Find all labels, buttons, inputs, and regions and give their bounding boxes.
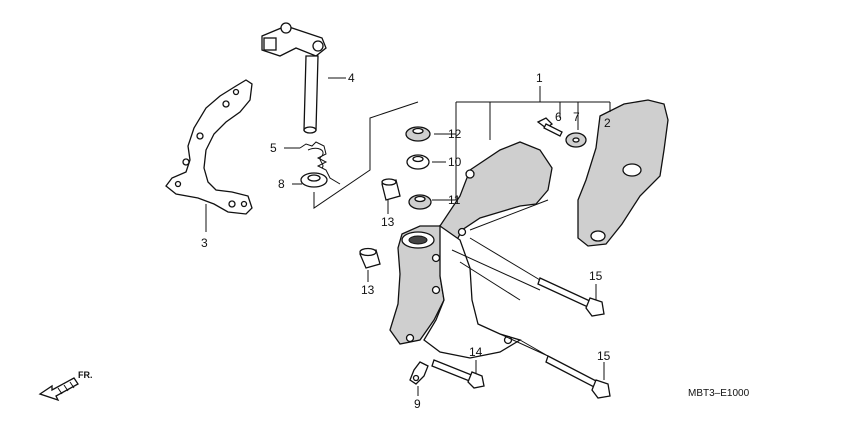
front-direction-arrow: FR. [38, 370, 93, 402]
callout-13-lower: 13 [361, 283, 375, 297]
part-10-bearing [406, 154, 430, 170]
direction-label: FR. [78, 370, 93, 380]
callout-6: 6 [555, 110, 562, 124]
part-11-bearing [408, 194, 432, 210]
callout-10: 10 [448, 155, 462, 169]
callout-13-upper: 13 [381, 215, 395, 229]
alignment-lines [469, 237, 549, 357]
part-15-bolt-upper [537, 277, 605, 317]
part-9-clip [409, 361, 429, 385]
part-7-washer [565, 132, 587, 148]
part-2-pad [577, 99, 669, 247]
callout-14: 14 [469, 345, 483, 359]
callout-1: 1 [536, 71, 543, 85]
part-4-shaft-arm [261, 22, 327, 134]
housing-body [389, 141, 553, 359]
callout-4: 4 [348, 71, 355, 85]
callout-3: 3 [201, 236, 208, 250]
part-14-bolt [431, 359, 485, 389]
callout-7: 7 [573, 110, 580, 124]
part-8-collar [300, 172, 328, 188]
part-13-dowel-upper [381, 178, 401, 201]
part-12-bearing [405, 126, 431, 142]
callout-15-upper: 15 [589, 269, 603, 283]
callout-12: 12 [448, 127, 462, 141]
callout-2: 2 [604, 116, 611, 130]
callout-8: 8 [278, 177, 285, 191]
part-6-bolt [536, 117, 563, 137]
diagram-code: MBT3–E1000 [688, 388, 750, 399]
group-line-collar [313, 101, 419, 209]
part-15-bolt-lower [545, 355, 611, 399]
part-5-spring [299, 141, 341, 185]
part-13-dowel-lower [359, 247, 381, 269]
callout-5: 5 [270, 141, 277, 155]
leader-lines [205, 77, 611, 396]
callout-15-lower: 15 [597, 349, 611, 363]
callout-11: 11 [448, 193, 461, 207]
callout-9: 9 [414, 397, 421, 411]
part-3-bracket [165, 79, 253, 215]
